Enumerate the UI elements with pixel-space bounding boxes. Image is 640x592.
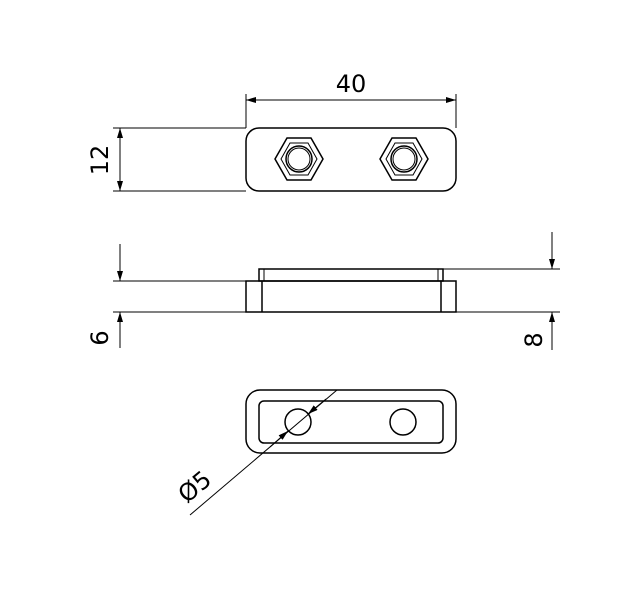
- bottom-view: Ø5: [173, 389, 457, 516]
- side-base: [245, 280, 457, 313]
- dim-hole-diameter-label: Ø5: [173, 465, 217, 508]
- top-outline: [245, 127, 457, 192]
- side-top-step: [258, 268, 444, 282]
- dim-total-height-label: 8: [520, 332, 548, 347]
- hole-left: [284, 408, 312, 436]
- bottom-recess: [258, 400, 444, 444]
- bottom-outline: [245, 389, 457, 454]
- top-view: 40 12: [86, 70, 457, 192]
- hex-nut-left: [274, 137, 324, 181]
- dim-length-label: 40: [336, 70, 367, 98]
- dim-width-label: 12: [86, 145, 114, 176]
- hex-nut-right: [379, 137, 429, 181]
- side-view: 6 8: [86, 232, 560, 350]
- dim-base-height-label: 6: [86, 330, 114, 345]
- hole-right: [389, 408, 417, 436]
